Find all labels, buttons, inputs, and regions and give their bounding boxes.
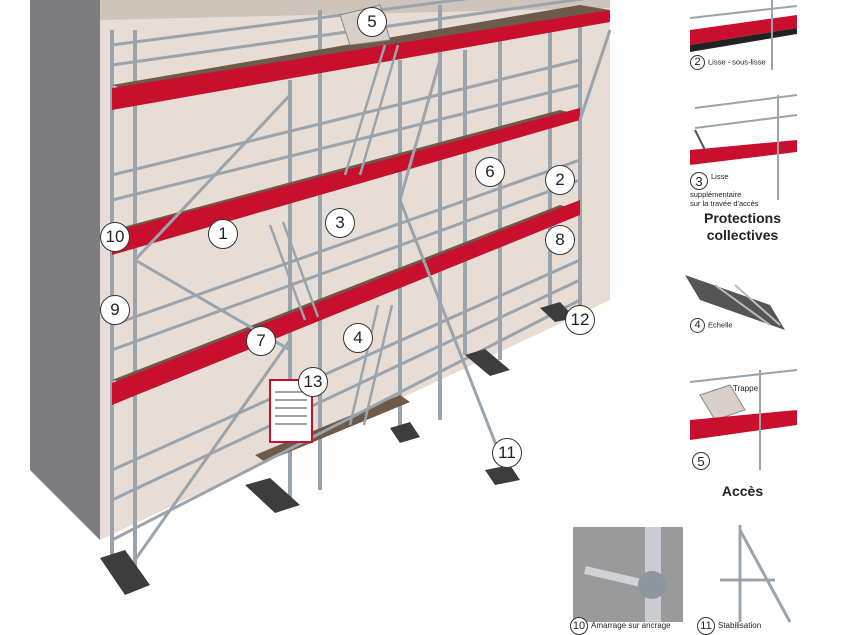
callout-13: 13: [298, 367, 328, 397]
caption-echelle-text: Echelle: [708, 320, 733, 330]
safety-sign-lines: [275, 391, 307, 425]
base-plates: [100, 302, 575, 595]
caption-lisse-supp-line2: sur la travée d'accès: [690, 199, 759, 208]
thumb-trappe-drawing: [689, 369, 798, 470]
caption-trappe: Trappe: [733, 384, 759, 393]
thumb-amarrage-drawing: [573, 527, 683, 622]
caption-amarrage-text: Amarrage sur ancrage: [591, 621, 671, 631]
callout-8: 8: [545, 225, 575, 255]
thumb-stabilisation-drawing: [720, 525, 792, 623]
wall-side-face: [30, 0, 100, 540]
callout-3: 3: [325, 208, 355, 238]
callout-9: 9: [100, 295, 130, 325]
mini-callout-11: 11: [697, 617, 715, 635]
caption-item5: 5: [692, 452, 713, 470]
mini-callout-3: 3: [690, 172, 708, 190]
callout-6: 6: [475, 157, 505, 187]
braces: [133, 29, 612, 561]
thumb-echelle-drawing: [685, 275, 785, 330]
thumb-lisse-supp-drawing: [690, 94, 798, 200]
mini-callout-5: 5: [692, 452, 710, 470]
callout-5: 5: [357, 7, 387, 37]
callout-7: 7: [246, 326, 276, 356]
callout-1: 1: [208, 219, 238, 249]
section-title-protections: Protections collectives: [703, 210, 781, 243]
callout-12: 12: [565, 305, 595, 335]
caption-lisse-supp: 3 Lisse supplémentaire sur la travée d'a…: [690, 172, 761, 208]
callout-11: 11: [492, 438, 522, 468]
callout-10: 10: [100, 222, 130, 252]
section-title-acces: Accès: [721, 483, 764, 499]
wall-cornice: [100, 0, 610, 20]
ladders: [268, 44, 400, 426]
mini-callout-4: 4: [690, 318, 705, 333]
mini-callout-2: 2: [690, 55, 705, 70]
mini-callout-10: 10: [570, 617, 588, 635]
caption-lisse-text: Lisse - sous-lisse: [708, 57, 766, 67]
caption-stabilisation-text: Stabilisation: [718, 621, 762, 631]
thumb-lisse-drawing: [689, 0, 798, 70]
callout-4: 4: [343, 323, 373, 353]
caption-lisse-supp-line1: Lisse supplémentaire: [690, 172, 742, 199]
callout-2: 2: [545, 165, 575, 195]
